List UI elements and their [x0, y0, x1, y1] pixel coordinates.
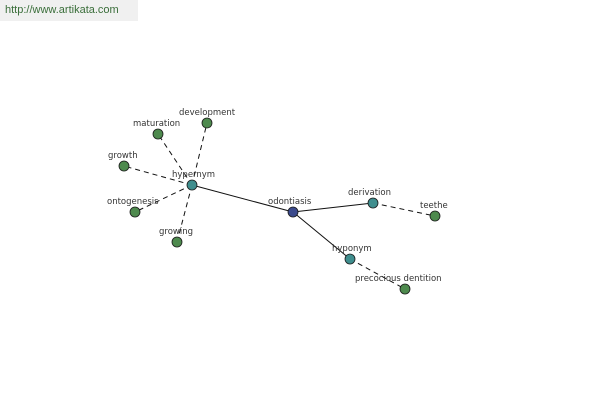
edge-hypernym-maturation [157, 133, 193, 186]
edge-odontiasis-hyponym [292, 211, 351, 260]
node-label-hyponym[interactable]: hyponym [332, 244, 372, 254]
edge-hypernym-growing [176, 184, 193, 243]
node-label-growth[interactable]: growth [108, 151, 138, 161]
node-label-maturation[interactable]: maturation [133, 119, 180, 129]
node-ontogenesis[interactable]: ontogenesis [107, 197, 159, 218]
edge-odontiasis-derivation [292, 202, 374, 213]
node-label-odontiasis[interactable]: odontiasis [268, 197, 312, 207]
node-circle-growing[interactable] [171, 236, 183, 248]
node-growth[interactable]: growth [108, 151, 138, 172]
node-label-hypernym[interactable]: hypernym [172, 170, 215, 180]
edge-derivation-teethe [372, 202, 436, 217]
node-label-development[interactable]: development [179, 108, 236, 118]
node-label-derivation[interactable]: derivation [348, 188, 391, 198]
node-derivation[interactable]: derivation [348, 188, 391, 209]
node-circle-odontiasis[interactable] [287, 206, 299, 218]
node-growing[interactable]: growing [159, 227, 193, 248]
node-circle-growth[interactable] [118, 160, 130, 172]
edge-hypernym-ontogenesis [134, 184, 193, 213]
url-bar: http://www.artikata.com [0, 0, 138, 21]
node-circle-derivation[interactable] [367, 197, 379, 209]
node-teethe[interactable]: teethe [420, 201, 448, 222]
edge-odontiasis-hypernym [191, 184, 294, 213]
edge-hypernym-development [191, 122, 208, 186]
node-circle-development[interactable] [201, 117, 213, 129]
node-maturation[interactable]: maturation [133, 119, 180, 140]
site-url-link[interactable]: http://www.artikata.com [5, 4, 119, 16]
node-hypernym[interactable]: hypernym [172, 170, 215, 191]
node-precocious-dentition[interactable]: precocious dentition [355, 274, 442, 295]
node-label-teethe[interactable]: teethe [420, 201, 448, 211]
edge-hypernym-growth [123, 165, 193, 186]
node-hyponym[interactable]: hyponym [332, 244, 372, 265]
graph-nodes: odontiasis hypernym derivation hyponym matur… [107, 108, 448, 295]
node-circle-maturation[interactable] [152, 128, 164, 140]
node-circle-teethe[interactable] [429, 210, 441, 222]
node-label-growing[interactable]: growing [159, 227, 193, 237]
graph-edges [123, 122, 436, 290]
node-label-precocious-dentition[interactable]: precocious dentition [355, 274, 442, 284]
node-circle-hyponym[interactable] [344, 253, 356, 265]
node-circle-ontogenesis[interactable] [129, 206, 141, 218]
node-circle-precocious-dentition[interactable] [399, 283, 411, 295]
node-circle-hypernym[interactable] [186, 179, 198, 191]
node-development[interactable]: development [179, 108, 236, 129]
node-odontiasis[interactable]: odontiasis [268, 197, 312, 218]
edge-hyponym-precocious-dentition [349, 258, 406, 290]
node-label-ontogenesis[interactable]: ontogenesis [107, 197, 159, 207]
